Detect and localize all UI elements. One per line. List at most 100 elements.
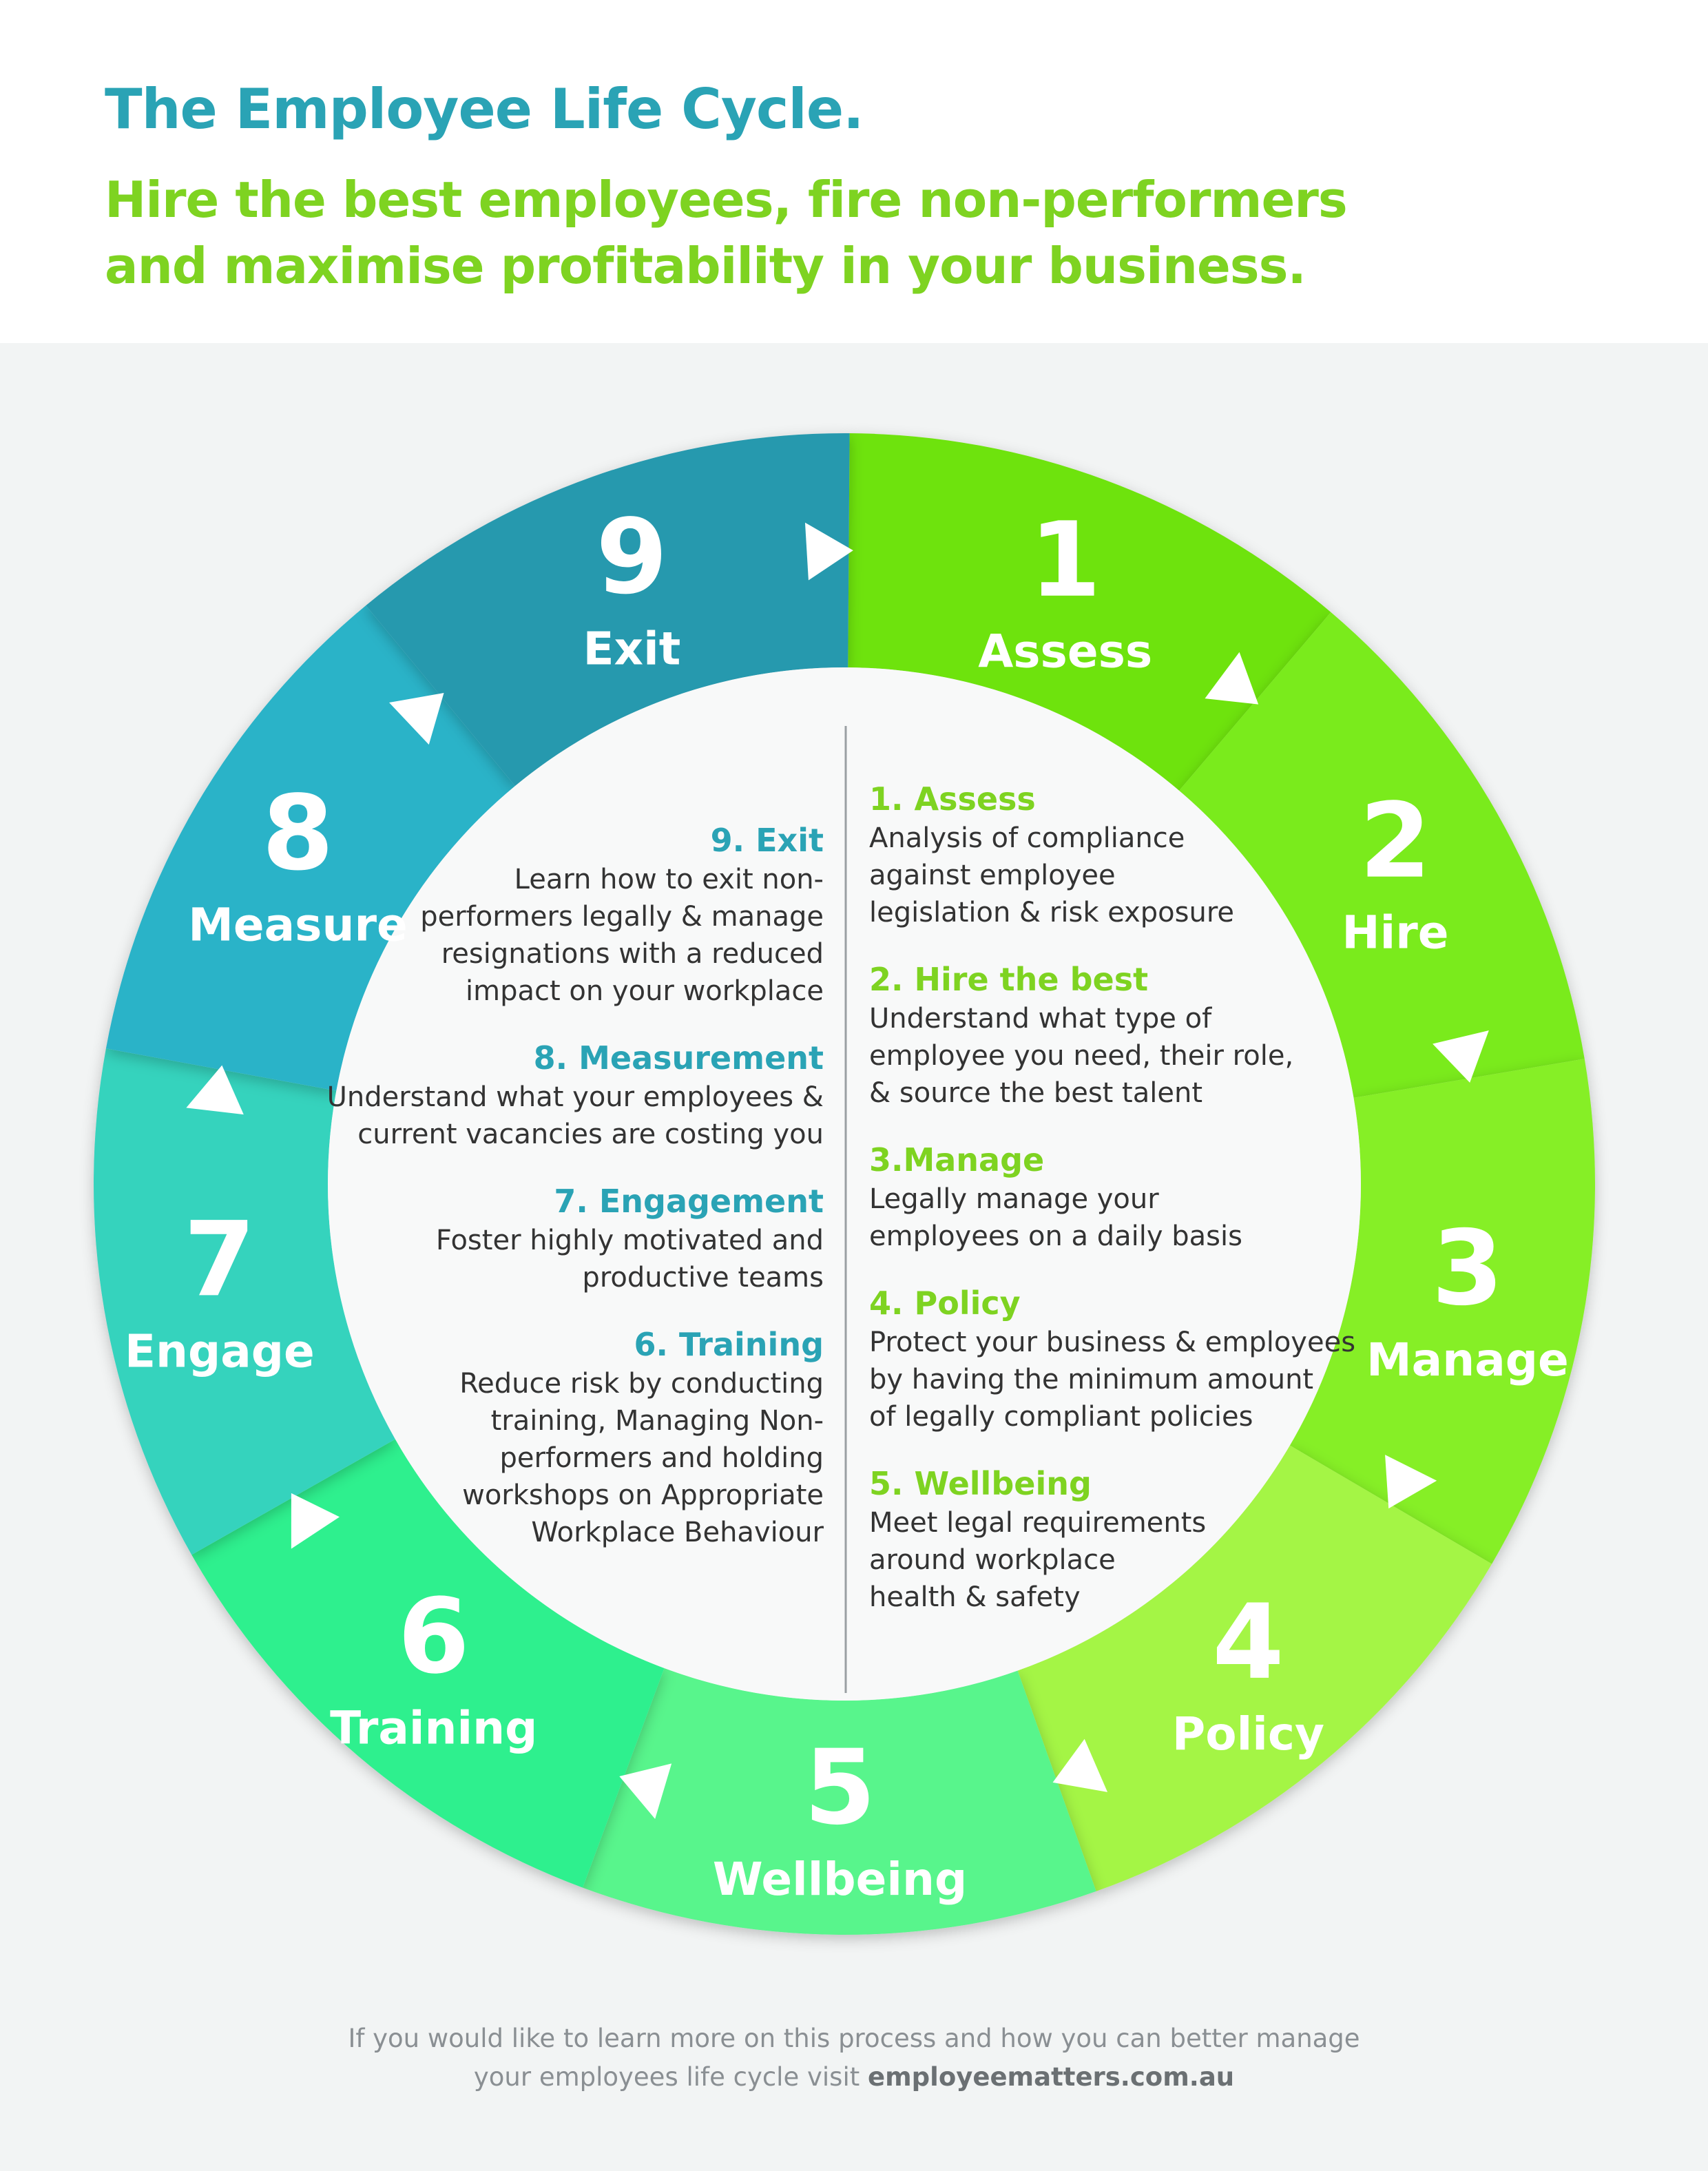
segment-label-assess: Assess [978,625,1152,678]
detail-line: around workplace [869,1544,1116,1576]
arrow-icon [1385,1455,1437,1509]
detail-description: Protect your business & employees by havi… [869,1324,1365,1435]
segment-number-5: 5 [804,1728,875,1848]
detail-heading: 8. Measurement [533,1039,824,1077]
detail-description: Learn how to exit non-performers legally… [289,861,824,1010]
segment-number-4: 4 [1212,1583,1284,1703]
segment-number-3: 3 [1432,1209,1503,1329]
segment-label-training: Training [330,1702,537,1755]
arrow-icon [1433,1030,1489,1083]
segment-training [191,1439,665,1888]
segment-manage [1289,1059,1595,1564]
footer-line-2: your employees life cycle visit employee… [0,2058,1708,2097]
detail-line: Legally manage your [869,1183,1159,1215]
detail-heading: 1. Assess [869,780,1036,818]
arrow-icon [186,1065,244,1115]
segment-number-6: 6 [398,1577,470,1697]
detail-line: against employee [869,860,1116,891]
subtitle-line-2: and maximise profitability in your busin… [105,237,1306,295]
subtitle-line-1: Hire the best employees, fire non-perfor… [105,171,1348,229]
segment-label-manage: Manage [1366,1333,1569,1386]
detail-heading: 2. Hire the best [869,961,1149,998]
footer-line-2-text: your employees life cycle visit [473,2062,868,2092]
arrow-icon [1205,652,1259,705]
segment-label-engage: Engage [125,1325,315,1378]
detail-line: & source the best talent [869,1077,1203,1109]
segment-hire [1179,612,1585,1098]
detail-heading: 6. Training [634,1326,824,1363]
detail-line: Understand what type of [869,1003,1212,1035]
segment-number-1: 1 [1029,501,1101,621]
detail-line: Protect your business & employees [869,1327,1356,1358]
segment-number-2: 2 [1360,782,1431,902]
footer-link[interactable]: employeematters.com.au [868,2062,1235,2092]
segment-label-hire: Hire [1342,906,1448,959]
segment-label-policy: Policy [1172,1707,1324,1760]
segment-label-measure: Measure [188,898,408,951]
segment-label-exit: Exit [583,622,680,675]
detail-description: Reduce risk by conducting training, Manag… [289,1365,824,1551]
detail-heading: 5. Wellbeing [869,1465,1092,1502]
arrow-icon [389,693,444,745]
wheel-center [328,667,1361,1701]
detail-line: employees on a daily basis [869,1220,1242,1252]
page-title: The Employee Life Cycle. [105,77,864,141]
detail-heading: 7. Engagement [554,1183,824,1220]
detail-line: training, Managing Non- [490,1405,824,1437]
detail-line: employee you need, their role, [869,1040,1294,1072]
footer-line-1: If you would like to learn more on this … [348,2024,1360,2053]
detail-line: performers legally & manage [420,901,824,933]
segment-number-7: 7 [184,1200,256,1320]
detail-description: Understand what type of employee you need… [869,1000,1365,1112]
detail-line: of legally compliant policies [869,1401,1253,1433]
segment-number-9: 9 [596,497,667,617]
arrow-icon [804,522,853,581]
detail-description: Understand what your employees & current … [289,1079,824,1153]
segment-assess [848,433,1331,791]
page-subtitle: Hire the best employees, fire non-perfor… [105,167,1348,299]
segment-engage [93,1048,395,1555]
detail-line: Workplace Behaviour [531,1517,824,1548]
detail-heading: 9. Exit [710,822,824,859]
detail-line: Analysis of compliance [869,822,1185,854]
detail-line: resignations with a reduced [441,938,824,970]
detail-line: by having the minimum amount [869,1364,1314,1395]
segment-exit [366,433,850,787]
detail-heading: 4. Policy [869,1285,1021,1322]
detail-line: current vacancies are costing you [357,1119,824,1150]
detail-heading: 3.Manage [869,1141,1045,1178]
detail-line: productive teams [582,1262,824,1294]
detail-line: Meet legal requirements [869,1507,1207,1539]
detail-description: Legally manage your employees on a daily … [869,1181,1365,1255]
segment-number-8: 8 [262,773,333,893]
detail-description: Analysis of compliance against employee le… [869,820,1365,931]
detail-description: Foster highly motivated and productive te… [289,1222,824,1296]
detail-line: impact on your workplace [466,975,824,1007]
detail-line: Understand what your employees & [326,1081,824,1113]
detail-line: performers and holding [499,1442,824,1474]
header: The Employee Life Cycle. Hire the best e… [0,0,1708,343]
detail-description: Meet legal requirements around workplace h… [869,1504,1365,1616]
arrow-icon [291,1493,340,1549]
footer: If you would like to learn more on this … [0,2019,1708,2097]
detail-line: health & safety [869,1581,1081,1613]
arrow-icon [619,1763,672,1819]
detail-line: workshops on Appropriate [462,1479,824,1511]
detail-line: Foster highly motivated and [435,1225,824,1256]
detail-line: Reduce risk by conducting [459,1368,824,1400]
detail-line: legislation & risk exposure [869,897,1235,928]
segment-wellbeing [583,1668,1096,1935]
segment-label-wellbeing: Wellbeing [713,1853,967,1906]
segment-policy [1017,1445,1492,1891]
